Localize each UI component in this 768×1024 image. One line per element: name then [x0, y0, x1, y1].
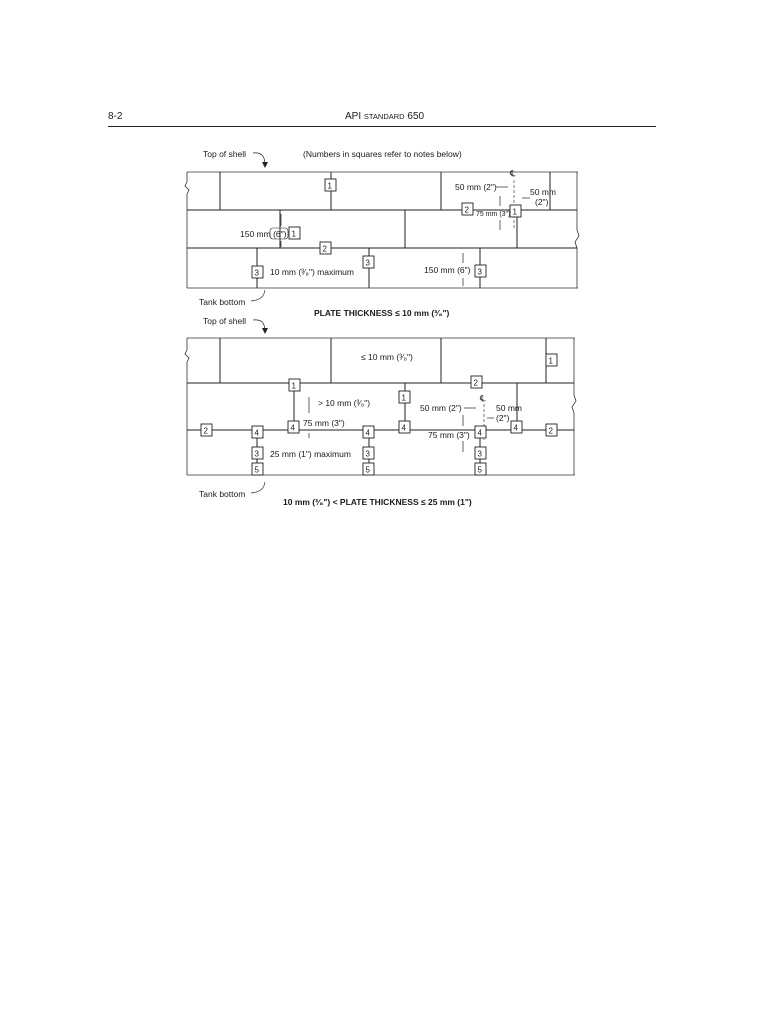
tank-bottom-arrow [250, 289, 266, 302]
note-box-4: 4 [362, 425, 375, 439]
svg-text:3: 3 [255, 450, 260, 459]
note-box-4: 4 [287, 420, 300, 434]
svg-text:4: 4 [255, 429, 260, 438]
top-of-shell-label: Top of shell [203, 316, 246, 326]
dim-75mm-left: 75 mm (3") [303, 418, 345, 428]
note-box-1: 1 [324, 178, 337, 192]
svg-text:3: 3 [478, 450, 483, 459]
svg-text:5: 5 [366, 466, 371, 475]
top-of-shell-arrowhead [262, 162, 268, 168]
svg-text:1: 1 [292, 230, 297, 239]
note-box-5: 5 [251, 462, 264, 476]
shell-break-right [574, 172, 580, 288]
note-box-2: 2 [319, 241, 332, 255]
page-number: 8-2 [108, 111, 123, 122]
note-box-1: 1 [398, 390, 411, 404]
bottom-diagram: Top of shell ≤ 10 mm (³⁄₈") > 10 mm (³⁄₈… [184, 316, 577, 507]
bottom-diagram-caption: 10 mm (³⁄₈") < PLATE THICKNESS ≤ 25 mm (… [283, 497, 472, 507]
tank-bottom-arrow [250, 481, 266, 494]
svg-text:2: 2 [323, 245, 328, 254]
dim-75mm-right: 75 mm (3") [428, 430, 470, 440]
note-box-1: 1 [288, 226, 301, 240]
svg-text:1: 1 [292, 382, 297, 391]
note-box-2: 2 [200, 423, 213, 437]
note-box-3: 3 [251, 265, 264, 279]
svg-text:3: 3 [255, 269, 260, 278]
note-box-2: 2 [545, 423, 558, 437]
running-title: API Standard 650 [345, 111, 425, 122]
note-box-3: 3 [362, 255, 375, 269]
shell-break-left [184, 338, 190, 475]
svg-text:1: 1 [328, 182, 333, 191]
svg-text:2: 2 [474, 379, 479, 388]
top-of-shell-arrowhead [262, 328, 268, 334]
svg-text:4: 4 [291, 424, 296, 433]
svg-text:1: 1 [549, 357, 554, 366]
dim-50mm-left: 50 mm (2") [455, 182, 497, 192]
dim-75mm: 75 mm (3") [476, 211, 510, 218]
svg-text:2: 2 [549, 427, 554, 436]
dim-10mm-max: 10 mm (³⁄₈") maximum [270, 267, 354, 277]
svg-text:5: 5 [255, 466, 260, 475]
note-box-4: 4 [510, 420, 523, 434]
note-box-1: 1 [545, 353, 558, 367]
dim-25mm-max: 25 mm (1") maximum [270, 449, 351, 459]
note-box-1: 1 [288, 378, 301, 392]
note-box-4: 4 [474, 425, 487, 439]
note-box-3: 3 [474, 264, 487, 278]
centerline-symbol: ℄ [479, 393, 486, 403]
dim-150mm-left: 150 mm (6") [240, 229, 287, 239]
header-rule [108, 126, 656, 127]
dim-150mm-right: 150 mm (6") [424, 265, 471, 275]
svg-text:3: 3 [366, 450, 371, 459]
svg-text:2: 2 [204, 427, 209, 436]
svg-text:4: 4 [478, 429, 483, 438]
top-diagram-caption: PLATE THICKNESS ≤ 10 mm (³⁄₈") [314, 308, 449, 318]
svg-text:4: 4 [514, 424, 519, 433]
dim-50mm-right-a: 50 mm [496, 403, 522, 413]
svg-text:3: 3 [366, 259, 371, 268]
legend-note: (Numbers in squares refer to notes below… [303, 149, 462, 159]
svg-text:3: 3 [478, 268, 483, 277]
note-box-5: 5 [474, 462, 487, 476]
svg-text:1: 1 [513, 208, 518, 217]
note-box-3: 3 [362, 446, 375, 460]
note-box-5: 5 [362, 462, 375, 476]
centerline-symbol: ℄ [509, 168, 516, 178]
top-of-shell-label: Top of shell [203, 149, 246, 159]
top-diagram: Top of shell (Numbers in squares refer t… [184, 149, 580, 318]
dim-gt-10mm: > 10 mm (³⁄₈") [318, 398, 370, 408]
note-box-4: 4 [398, 420, 411, 434]
tank-bottom-label: Tank bottom [199, 297, 245, 307]
note-box-4: 4 [251, 425, 264, 439]
dim-50mm-right-b: (2") [496, 413, 510, 423]
shell-break-right [571, 338, 577, 475]
svg-text:4: 4 [366, 429, 371, 438]
svg-text:5: 5 [478, 466, 483, 475]
dim-50mm-right-a: 50 mm [530, 187, 556, 197]
dim-150mm-left-box [269, 227, 289, 240]
tank-bottom-label: Tank bottom [199, 489, 245, 499]
svg-text:2: 2 [465, 206, 470, 215]
note-box-3: 3 [251, 446, 264, 460]
dim-50mm-left: 50 mm (2") [420, 403, 462, 413]
note-box-2: 2 [461, 202, 474, 216]
svg-text:1: 1 [402, 394, 407, 403]
note-box-1: 1 [509, 204, 522, 218]
note-box-3: 3 [474, 446, 487, 460]
dim-50mm-right-b: (2") [535, 197, 549, 207]
note-box-2: 2 [470, 375, 483, 389]
svg-text:4: 4 [402, 424, 407, 433]
dim-le-10mm: ≤ 10 mm (³⁄₈") [361, 352, 413, 362]
shell-break-left [184, 172, 190, 288]
